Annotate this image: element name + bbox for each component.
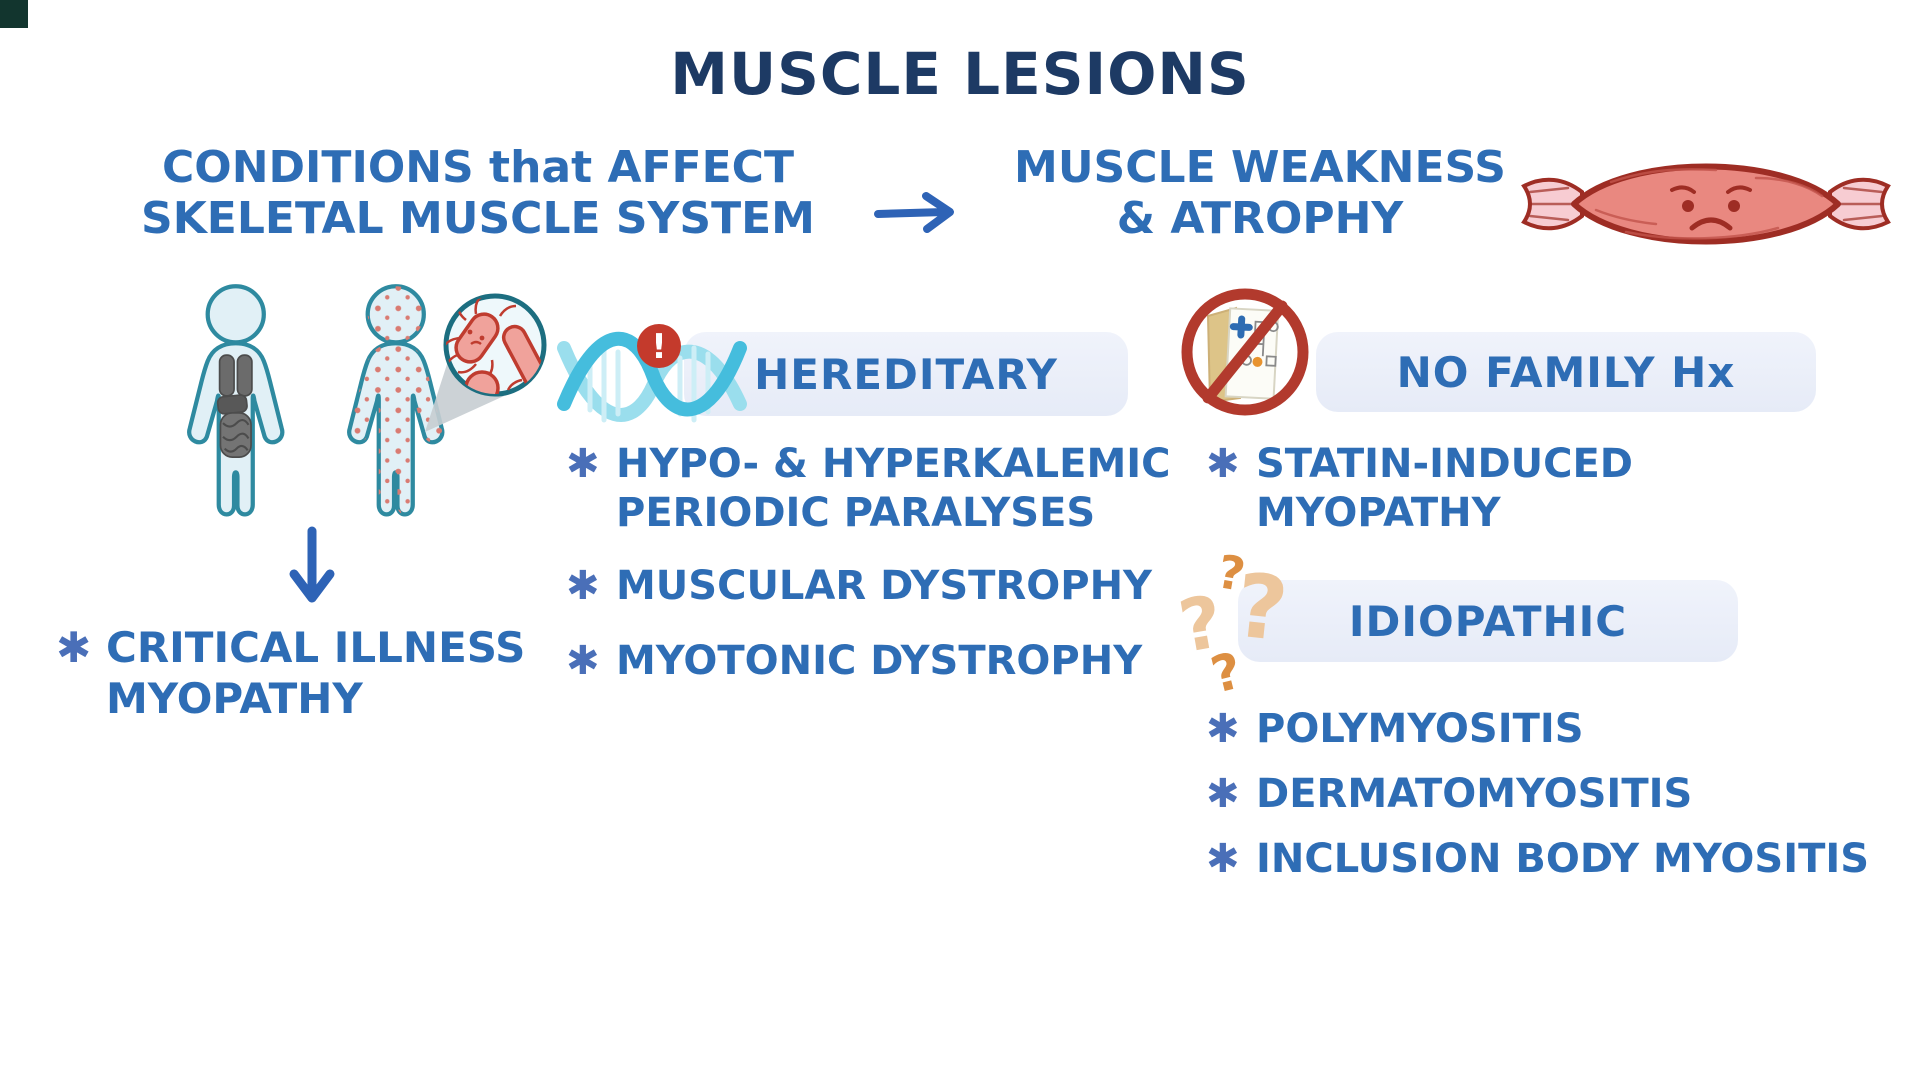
item-line: PERIODIC PARALYSES <box>616 489 1096 536</box>
no-family-hx-label: NO FAMILY Hx <box>1396 347 1736 397</box>
item-line: MYOPATHY <box>106 674 363 724</box>
right-arrow-icon <box>874 192 954 233</box>
asterisk-bullet: ✱ <box>566 441 600 487</box>
cause-heading: CONDITIONS that AFFECT SKELETAL MUSCLE S… <box>108 142 848 244</box>
item-line: DERMATOMYOSITIS <box>1256 771 1693 817</box>
cause-line-2: SKELETAL MUSCLE SYSTEM <box>141 193 815 245</box>
item-line: MYOPATHY <box>1256 489 1501 536</box>
effect-line-1: MUSCLE WEAKNESS <box>1014 142 1506 193</box>
asterisk-bullet: ✱ <box>1206 771 1240 817</box>
down-arrow-icon <box>289 526 335 603</box>
list-item-statin-induced-myopathy: ✱ STATIN-INDUCED MYOPATHY <box>1206 440 1633 538</box>
item-line: STATIN-INDUCED <box>1256 441 1634 487</box>
list-item-critical-illness-myopathy: ✱ CRITICAL ILLNESS MYOPATHY <box>56 622 525 724</box>
patient-rash-figure <box>349 286 442 514</box>
question-marks-icon: ? ? ? ? <box>1173 544 1293 705</box>
asterisk-bullet: ✱ <box>56 623 92 672</box>
muscle-icon <box>1521 163 1891 245</box>
asterisk-bullet: ✱ <box>1206 441 1240 487</box>
list-item-myotonic-dystrophy: ✱ MYOTONIC DYSTROPHY <box>566 637 1142 686</box>
list-item-muscular-dystrophy: ✱ MUSCULAR DYSTROPHY <box>566 562 1152 611</box>
list-item-polymyositis: ✱ POLYMYOSITIS <box>1206 705 1584 754</box>
asterisk-bullet: ✱ <box>566 638 600 684</box>
effect-heading: MUSCLE WEAKNESS & ATROPHY <box>1000 142 1520 244</box>
list-item-dermatomyositis: ✱ DERMATOMYOSITIS <box>1206 770 1692 819</box>
item-line: MYOTONIC DYSTROPHY <box>616 638 1143 684</box>
item-line: INCLUSION BODY MYOSITIS <box>1256 836 1870 882</box>
patients-illustration <box>170 272 547 572</box>
corner-artifact <box>0 0 28 28</box>
svg-text:!: ! <box>651 327 667 367</box>
asterisk-bullet: ✱ <box>566 563 600 609</box>
asterisk-bullet: ✱ <box>1206 706 1240 752</box>
patient-organ-figure <box>189 286 282 514</box>
dna-alert-icon: ! <box>557 324 747 423</box>
list-item-inclusion-body-myositis: ✱ INCLUSION BODY MYOSITIS <box>1206 835 1869 884</box>
idiopathic-header: IDIOPATHIC <box>1238 580 1738 662</box>
item-line: HYPO- & HYPERKALEMIC <box>616 441 1171 487</box>
effect-line-2: & ATROPHY <box>1116 193 1404 245</box>
idiopathic-label: IDIOPATHIC <box>1348 596 1628 646</box>
item-line: MUSCULAR DYSTROPHY <box>616 563 1153 609</box>
page-title: MUSCLE LESIONS <box>670 40 1250 108</box>
hereditary-header: HEREDITARY <box>684 332 1128 416</box>
cause-line-1: CONDITIONS that AFFECT <box>162 142 794 193</box>
bacteria-icon <box>446 296 544 394</box>
item-line: POLYMYOSITIS <box>1256 706 1584 752</box>
list-item-periodic-paralyses: ✱ HYPO- & HYPERKALEMIC PERIODIC PARALYSE… <box>566 440 1171 538</box>
no-family-history-icon <box>1181 288 1309 416</box>
bacteria-magnifier <box>425 293 547 432</box>
no-family-hx-header: NO FAMILY Hx <box>1316 332 1816 412</box>
hereditary-label: HEREDITARY <box>754 349 1058 399</box>
asterisk-bullet: ✱ <box>1206 836 1240 882</box>
item-line: CRITICAL ILLNESS <box>106 623 526 672</box>
